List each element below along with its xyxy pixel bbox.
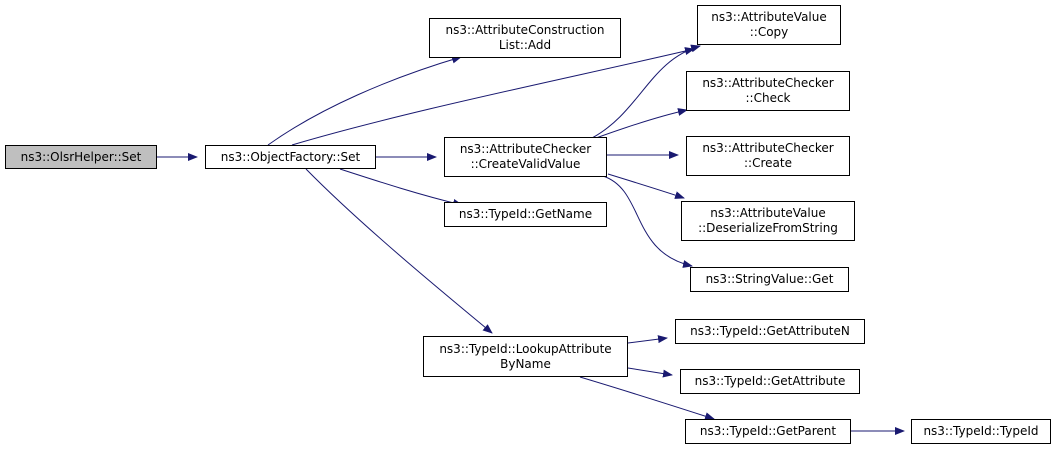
edge-create-valid-to-sv-get (602, 175, 693, 268)
node-attribute-construction-list-add-label: ns3::AttributeConstruction List::Add (445, 23, 605, 52)
node-string-value-get[interactable]: ns3::StringValue::Get (690, 267, 849, 292)
edge-lookup-to-get-attr-n (627, 335, 668, 344)
node-typeid-typeid[interactable]: ns3::TypeId::TypeId (911, 419, 1051, 444)
node-typeid-get-attribute-label: ns3::TypeId::GetAttribute (694, 374, 846, 388)
edge-factory-set-to-av-copy (291, 47, 695, 146)
node-typeid-get-parent[interactable]: ns3::TypeId::GetParent (685, 419, 851, 444)
node-attribute-value-copy[interactable]: ns3::AttributeValue ::Copy (697, 5, 841, 45)
edge-factory-set-to-list-add (267, 55, 462, 146)
node-typeid-typeid-label: ns3::TypeId::TypeId (923, 424, 1039, 438)
node-typeid-get-attribute-n[interactable]: ns3::TypeId::GetAttributeN (675, 319, 865, 344)
node-attribute-checker-create-label: ns3::AttributeChecker ::Create (702, 141, 834, 170)
node-attribute-checker-create[interactable]: ns3::AttributeChecker ::Create (686, 136, 850, 176)
edge-lookup-to-get-parent (579, 376, 715, 421)
edge-create-valid-to-av-copy (591, 44, 701, 139)
node-attribute-checker-create-valid-value-label: ns3::AttributeChecker ::CreateValidValue (459, 142, 592, 171)
node-attribute-value-deserialize-from-string-label: ns3::AttributeValue ::DeserializeFromStr… (698, 206, 838, 235)
node-attribute-value-deserialize-from-string[interactable]: ns3::AttributeValue ::DeserializeFromStr… (681, 201, 855, 241)
node-typeid-get-parent-label: ns3::TypeId::GetParent (699, 424, 837, 438)
node-typeid-lookup-attribute-by-name-label: ns3::TypeId::LookupAttribute ByName (439, 341, 612, 371)
node-attribute-checker-create-valid-value[interactable]: ns3::AttributeChecker ::CreateValidValue (444, 137, 607, 177)
node-string-value-get-label: ns3::StringValue::Get (705, 272, 834, 286)
node-typeid-get-attribute[interactable]: ns3::TypeId::GetAttribute (680, 369, 860, 394)
node-olsr-helper-set[interactable]: ns3::OlsrHelper::Set (5, 145, 157, 169)
edge-create-valid-to-ac-check (595, 108, 688, 139)
edge-factory-set-to-lookup (305, 168, 493, 334)
node-attribute-checker-check[interactable]: ns3::AttributeChecker ::Check (686, 71, 850, 111)
node-typeid-get-name[interactable]: ns3::TypeId::GetName (444, 202, 607, 227)
edge-factory-set-to-get-name (339, 168, 463, 207)
edge-create-valid-to-av-deser (607, 173, 685, 199)
node-typeid-lookup-attribute-by-name[interactable]: ns3::TypeId::LookupAttribute ByName (423, 336, 628, 377)
node-attribute-value-copy-label: ns3::AttributeValue ::Copy (711, 10, 827, 39)
node-attribute-construction-list-add[interactable]: ns3::AttributeConstruction List::Add (429, 18, 621, 58)
node-typeid-get-attribute-n-label: ns3::TypeId::GetAttributeN (690, 324, 850, 338)
node-typeid-get-name-label: ns3::TypeId::GetName (458, 207, 593, 221)
node-object-factory-set[interactable]: ns3::ObjectFactory::Set (205, 145, 376, 169)
node-attribute-checker-check-label: ns3::AttributeChecker ::Check (702, 76, 834, 105)
node-object-factory-set-label: ns3::ObjectFactory::Set (220, 149, 361, 164)
node-olsr-helper-set-label: ns3::OlsrHelper::Set (20, 149, 142, 164)
edge-lookup-to-get-attr (627, 367, 673, 378)
